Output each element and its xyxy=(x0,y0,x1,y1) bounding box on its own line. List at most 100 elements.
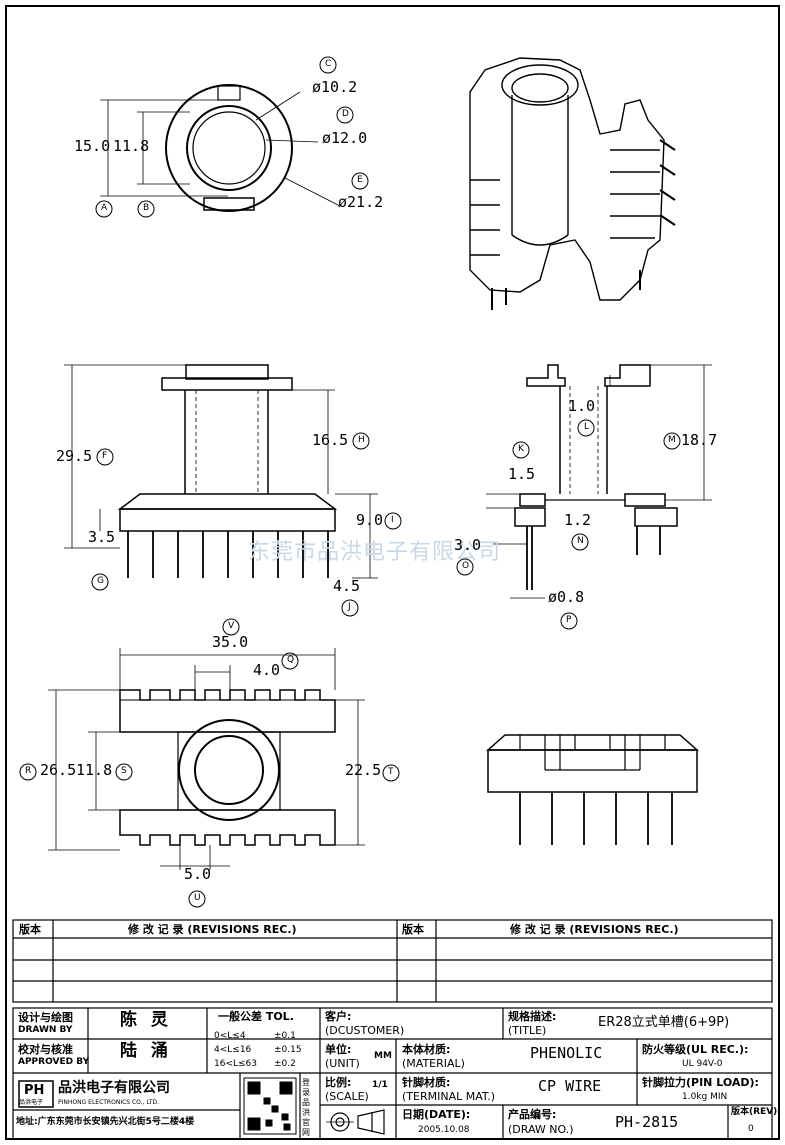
approved-by-cn: 校对与核准 xyxy=(18,1043,73,1056)
dim-pin-0-8: ø0.8 xyxy=(548,588,585,606)
tol1-range: 0<L≤4 xyxy=(214,1031,246,1041)
dim-1-5: 1.5 xyxy=(508,465,536,483)
front-view xyxy=(64,364,378,579)
label-a: A xyxy=(101,203,108,213)
tol-title: 一般公差 TOL. xyxy=(218,1010,294,1023)
label-k: K xyxy=(518,444,524,454)
unit-cn: 单位: xyxy=(325,1043,352,1056)
label-circles xyxy=(19,56,681,908)
company-name-en: PINHONG ELECTRONICS CO., LTD. xyxy=(58,1099,160,1106)
dim-phi-10-2: ø10.2 xyxy=(312,78,358,96)
company-logo-sub: 品洪电子 xyxy=(19,1099,44,1106)
drawn-by-cn: 设计与绘图 xyxy=(18,1011,73,1024)
label-q: Q xyxy=(287,655,295,665)
label-e: E xyxy=(357,175,363,185)
label-t: T xyxy=(388,767,394,777)
dim-35: 35.0 xyxy=(212,633,249,651)
side-view xyxy=(486,364,712,599)
label-j: J xyxy=(348,602,351,612)
pin-load-value: 1.0kg MIN xyxy=(682,1092,728,1102)
title-en: (TITLE) xyxy=(508,1024,547,1037)
rev-label: 版本(REV): xyxy=(731,1107,781,1117)
tol2-val: ±0.15 xyxy=(274,1045,302,1055)
side-bottom-view xyxy=(486,734,699,845)
label-l: L xyxy=(584,422,590,432)
terminal-cn: 针脚材质: xyxy=(402,1076,451,1089)
label-g: G xyxy=(97,576,104,586)
tol2-range: 4<L≤16 xyxy=(214,1045,252,1055)
material-en: (MATERIAL) xyxy=(402,1057,465,1070)
dim-29-5: 29.5 xyxy=(56,447,93,465)
company-name-cn: 品洪电子有限公司 xyxy=(58,1080,170,1096)
label-v: V xyxy=(228,621,235,631)
revisions-table xyxy=(12,919,773,1003)
unit-value: MM xyxy=(374,1051,392,1061)
customer-cn: 客户: xyxy=(325,1010,352,1023)
terminal-value: CP WIRE xyxy=(538,1077,602,1095)
designer-name: 陈 灵 xyxy=(120,1010,172,1030)
label-n: N xyxy=(577,536,584,546)
dim-1-0: 1.0 xyxy=(568,397,596,415)
label-u: U xyxy=(194,893,201,903)
dim-9: 9.0 xyxy=(356,511,384,529)
fire-rating-label: 防火等级(UL REC.): xyxy=(642,1043,749,1056)
rev-col-record-1: 修 改 记 录 (REVISIONS REC.) xyxy=(128,923,297,936)
watermark: 东莞市品洪电子有限公司 xyxy=(248,540,502,565)
title-value: ER28立式单槽(6+9P) xyxy=(598,1015,730,1030)
dim-phi-21-2: ø21.2 xyxy=(338,193,384,211)
scale-value: 1/1 xyxy=(372,1080,388,1090)
label-f: F xyxy=(102,451,108,461)
draw-no-value: PH-2815 xyxy=(615,1113,679,1131)
label-m: M xyxy=(668,435,676,445)
dim-15: 15.0 xyxy=(74,137,111,155)
dim-26-5: 26.5 xyxy=(40,761,77,779)
dim-11-8-top: 11.8 xyxy=(113,137,150,155)
draw-no-cn: 产品编号: xyxy=(508,1108,557,1121)
label-c: C xyxy=(325,59,332,69)
rev-col-version-2: 版本 xyxy=(402,923,424,936)
top-view xyxy=(100,84,341,212)
pin-load-label: 针脚拉力(PIN LOAD): xyxy=(642,1076,759,1089)
dim-3-5: 3.5 xyxy=(88,528,116,546)
tol3-val: ±0.2 xyxy=(274,1059,296,1069)
dim-4-5: 4.5 xyxy=(333,577,361,595)
label-p: P xyxy=(566,615,572,625)
rev-col-record-2: 修 改 记 录 (REVISIONS REC.) xyxy=(510,923,679,936)
fire-rating-value: UL 94V-0 xyxy=(682,1059,723,1069)
title-block-grid xyxy=(12,1007,773,1140)
scale-cn: 比例: xyxy=(325,1076,352,1089)
label-s: S xyxy=(121,766,127,776)
checker-name: 陆 涌 xyxy=(120,1041,172,1061)
drawn-by-en: DRAWN BY xyxy=(18,1025,73,1035)
rev-col-version-1: 版本 xyxy=(19,923,41,936)
bottom-view xyxy=(48,648,365,870)
scale-en: (SCALE) xyxy=(325,1090,369,1103)
tol1-val: ±0.1 xyxy=(274,1031,296,1041)
label-d: D xyxy=(342,109,349,119)
dim-18-7: 18.7 xyxy=(681,431,718,449)
label-r: R xyxy=(25,766,32,776)
date-label: 日期(DATE): xyxy=(402,1108,471,1121)
dim-11-8-bot: 11.8 xyxy=(76,761,113,779)
label-o: O xyxy=(462,561,470,571)
dim-22-5: 22.5 xyxy=(345,761,382,779)
isometric-view xyxy=(469,57,676,310)
dim-5: 5.0 xyxy=(184,865,212,883)
dim-3-0: 3.0 xyxy=(454,536,482,554)
dim-phi-12: ø12.0 xyxy=(322,129,368,147)
draw-no-en: (DRAW NO.) xyxy=(508,1123,574,1136)
terminal-en: (TERMINAL MAT.) xyxy=(402,1090,496,1103)
material-cn: 本体材质: xyxy=(402,1043,451,1056)
qr-side-text: 登录品洪官网 xyxy=(302,1078,310,1137)
unit-en: (UNIT) xyxy=(325,1057,360,1070)
label-b: B xyxy=(143,203,150,213)
company-address: 地址:广东东莞市长安镇先兴北街5号二楼4楼 xyxy=(16,1117,195,1127)
approved-by-en: APPROVED BY xyxy=(18,1057,90,1067)
label-h: H xyxy=(358,435,365,445)
material-value: PHENOLIC xyxy=(530,1044,603,1062)
dim-4: 4.0 xyxy=(253,661,281,679)
title-cn: 规格描述: xyxy=(508,1010,557,1023)
dim-1-2: 1.2 xyxy=(564,511,592,529)
label-i: I xyxy=(391,515,394,525)
